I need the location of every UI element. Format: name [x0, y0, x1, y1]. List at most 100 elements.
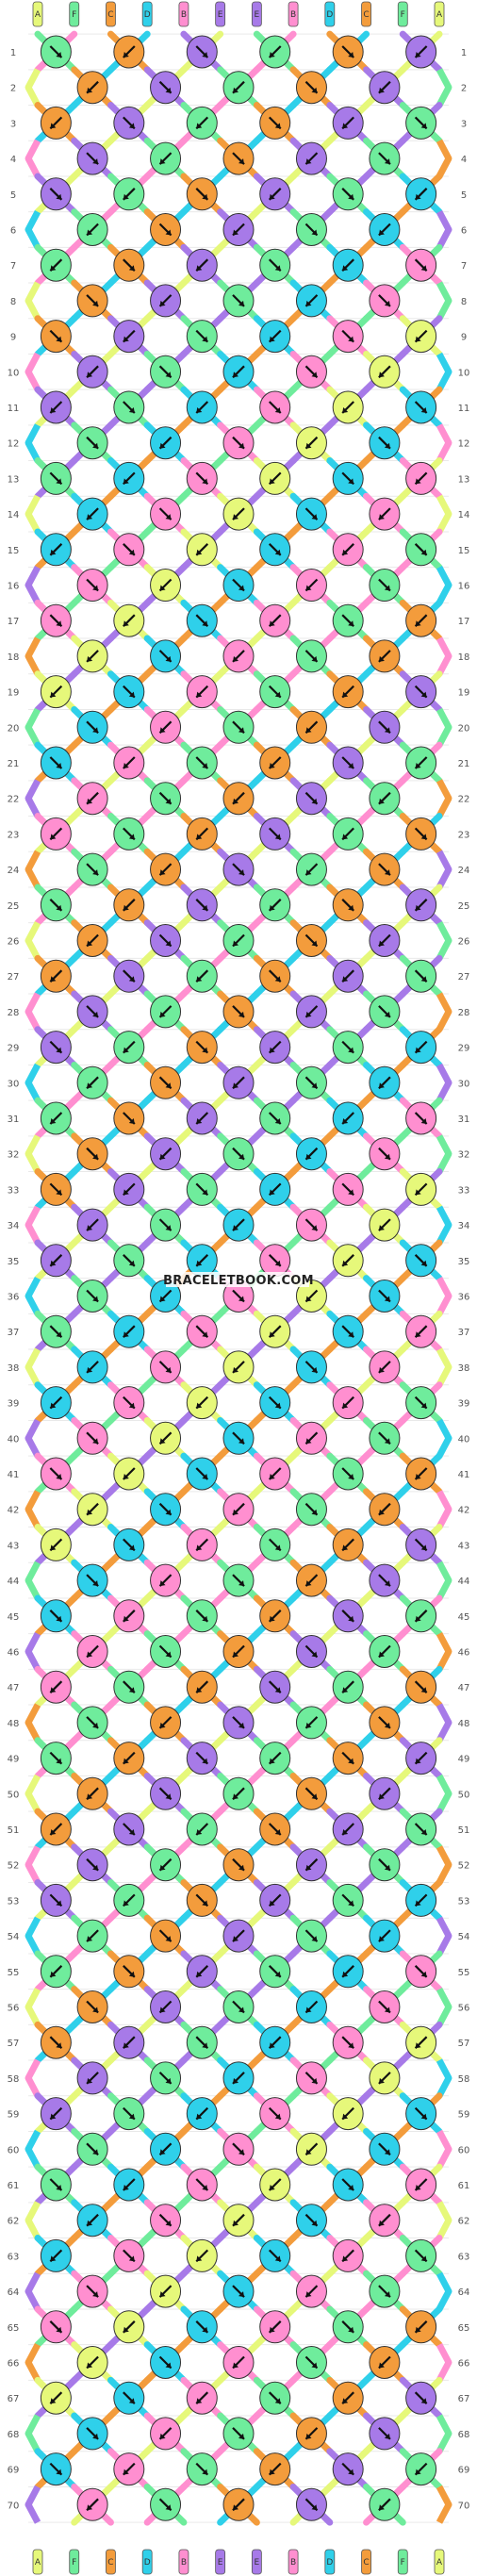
knot-arrowhead-icon: [305, 1011, 312, 1017]
edge-strand-right: [436, 423, 452, 463]
knot-arrowhead-icon: [128, 1260, 135, 1266]
knot: [259, 1883, 291, 1917]
row-label-right: 41: [458, 1470, 470, 1480]
knot-arrowhead-icon: [348, 1047, 354, 1053]
knot: [332, 2452, 364, 2486]
knot: [295, 1635, 327, 1668]
knot-arrowhead-icon: [378, 372, 385, 378]
knot-arrowhead-icon: [128, 2398, 135, 2404]
knot-arrowhead-icon: [342, 2113, 349, 2120]
bottom-strand-letter: D: [144, 2558, 151, 2568]
knot: [186, 2097, 218, 2131]
edge-strand-right: [436, 1134, 452, 1174]
knot-arrowhead-icon: [92, 727, 99, 734]
knot-arrowhead-icon: [50, 1118, 57, 1124]
knot-arrowhead-icon: [384, 1438, 390, 1445]
knot: [222, 1208, 255, 1242]
edge-strand-left: [25, 1205, 41, 1245]
knot-arrowhead-icon: [342, 1687, 349, 1693]
knot-arrowhead-icon: [92, 442, 99, 449]
knot-arrowhead-icon: [238, 1153, 244, 1160]
knot-arrowhead-icon: [202, 336, 208, 342]
knot: [332, 2168, 364, 2202]
knot-arrowhead-icon: [274, 1118, 281, 1124]
knot: [405, 1812, 437, 1846]
knot: [332, 2381, 364, 2415]
knot: [76, 1493, 108, 1527]
knot-arrowhead-icon: [165, 2504, 172, 2511]
knot-arrowhead-icon: [87, 1509, 93, 1515]
knot: [113, 1244, 145, 1278]
knot-arrowhead-icon: [238, 869, 244, 876]
knot: [40, 2381, 72, 2415]
knot: [40, 1599, 72, 1633]
knot-arrowhead-icon: [384, 2291, 390, 2298]
knot: [150, 1065, 182, 1099]
row-label-left: 14: [8, 510, 20, 520]
knot-arrowhead-icon: [269, 478, 275, 485]
knot-arrowhead-icon: [50, 1544, 57, 1551]
knot: [76, 852, 108, 886]
knot: [259, 746, 291, 780]
knot-arrowhead-icon: [123, 1758, 129, 1764]
row-label-left: 9: [10, 333, 16, 343]
knot: [405, 2025, 437, 2059]
row-label-right: 32: [458, 1150, 470, 1161]
knot: [405, 675, 437, 709]
knot: [369, 710, 401, 744]
knot: [259, 2025, 291, 2059]
knot-arrowhead-icon: [311, 1793, 318, 1800]
top-strand-letter-tab: [178, 1, 189, 27]
knot: [113, 2238, 145, 2272]
knot: [113, 35, 145, 69]
knot-arrowhead-icon: [415, 904, 421, 911]
knot: [40, 1670, 72, 1704]
bottom-strand-letter-tab: [178, 2549, 189, 2575]
knot-arrowhead-icon: [311, 2077, 318, 2084]
row-label-right: 7: [461, 261, 467, 272]
knot-arrowhead-icon: [92, 1580, 99, 1587]
bottom-strand-letter-tab: [361, 2549, 371, 2575]
knot: [369, 497, 401, 531]
knot: [76, 2204, 108, 2237]
knot: [186, 1670, 218, 1704]
knot: [40, 2025, 72, 2059]
knot-arrowhead-icon: [87, 798, 93, 804]
edge-strand-right: [436, 1277, 452, 1315]
knot-arrowhead-icon: [92, 2006, 99, 2013]
knot: [186, 2025, 218, 2059]
knot-arrowhead-icon: [311, 940, 318, 947]
knot: [186, 1314, 218, 1348]
knot-arrowhead-icon: [305, 1296, 312, 1302]
knot-arrowhead-icon: [196, 265, 203, 272]
knot: [332, 1386, 364, 1420]
knot-arrowhead-icon: [50, 2398, 57, 2404]
knot: [113, 2168, 145, 2202]
knot-arrowhead-icon: [269, 620, 275, 627]
knot-arrowhead-icon: [378, 1366, 385, 1373]
knot-arrowhead-icon: [311, 1225, 318, 1231]
knot: [150, 1848, 182, 1882]
edge-strand-left: [25, 2343, 41, 2382]
knot: [369, 1208, 401, 1242]
row-label-left: 46: [8, 1648, 20, 1659]
knot: [295, 355, 327, 388]
knot: [405, 1670, 437, 1704]
edge-strand-right: [436, 1490, 452, 1529]
knot-arrowhead-icon: [348, 2185, 354, 2190]
top-strand-letter: E: [218, 10, 223, 20]
row-label-right: 55: [458, 1968, 470, 1978]
knot: [369, 569, 401, 602]
row-label-left: 59: [8, 2110, 20, 2121]
knot: [76, 710, 108, 744]
knot-arrowhead-icon: [269, 1615, 275, 1622]
knot: [113, 2381, 145, 2415]
knot-arrowhead-icon: [123, 2185, 129, 2190]
knot: [295, 782, 327, 816]
knot-arrowhead-icon: [56, 763, 62, 768]
knot: [186, 390, 218, 424]
row-label-right: 45: [458, 1612, 470, 1623]
knot-arrowhead-icon: [274, 1402, 281, 1409]
knot: [150, 2132, 182, 2166]
watermark-text: BRACELETBOOK.COM: [163, 1274, 314, 1288]
